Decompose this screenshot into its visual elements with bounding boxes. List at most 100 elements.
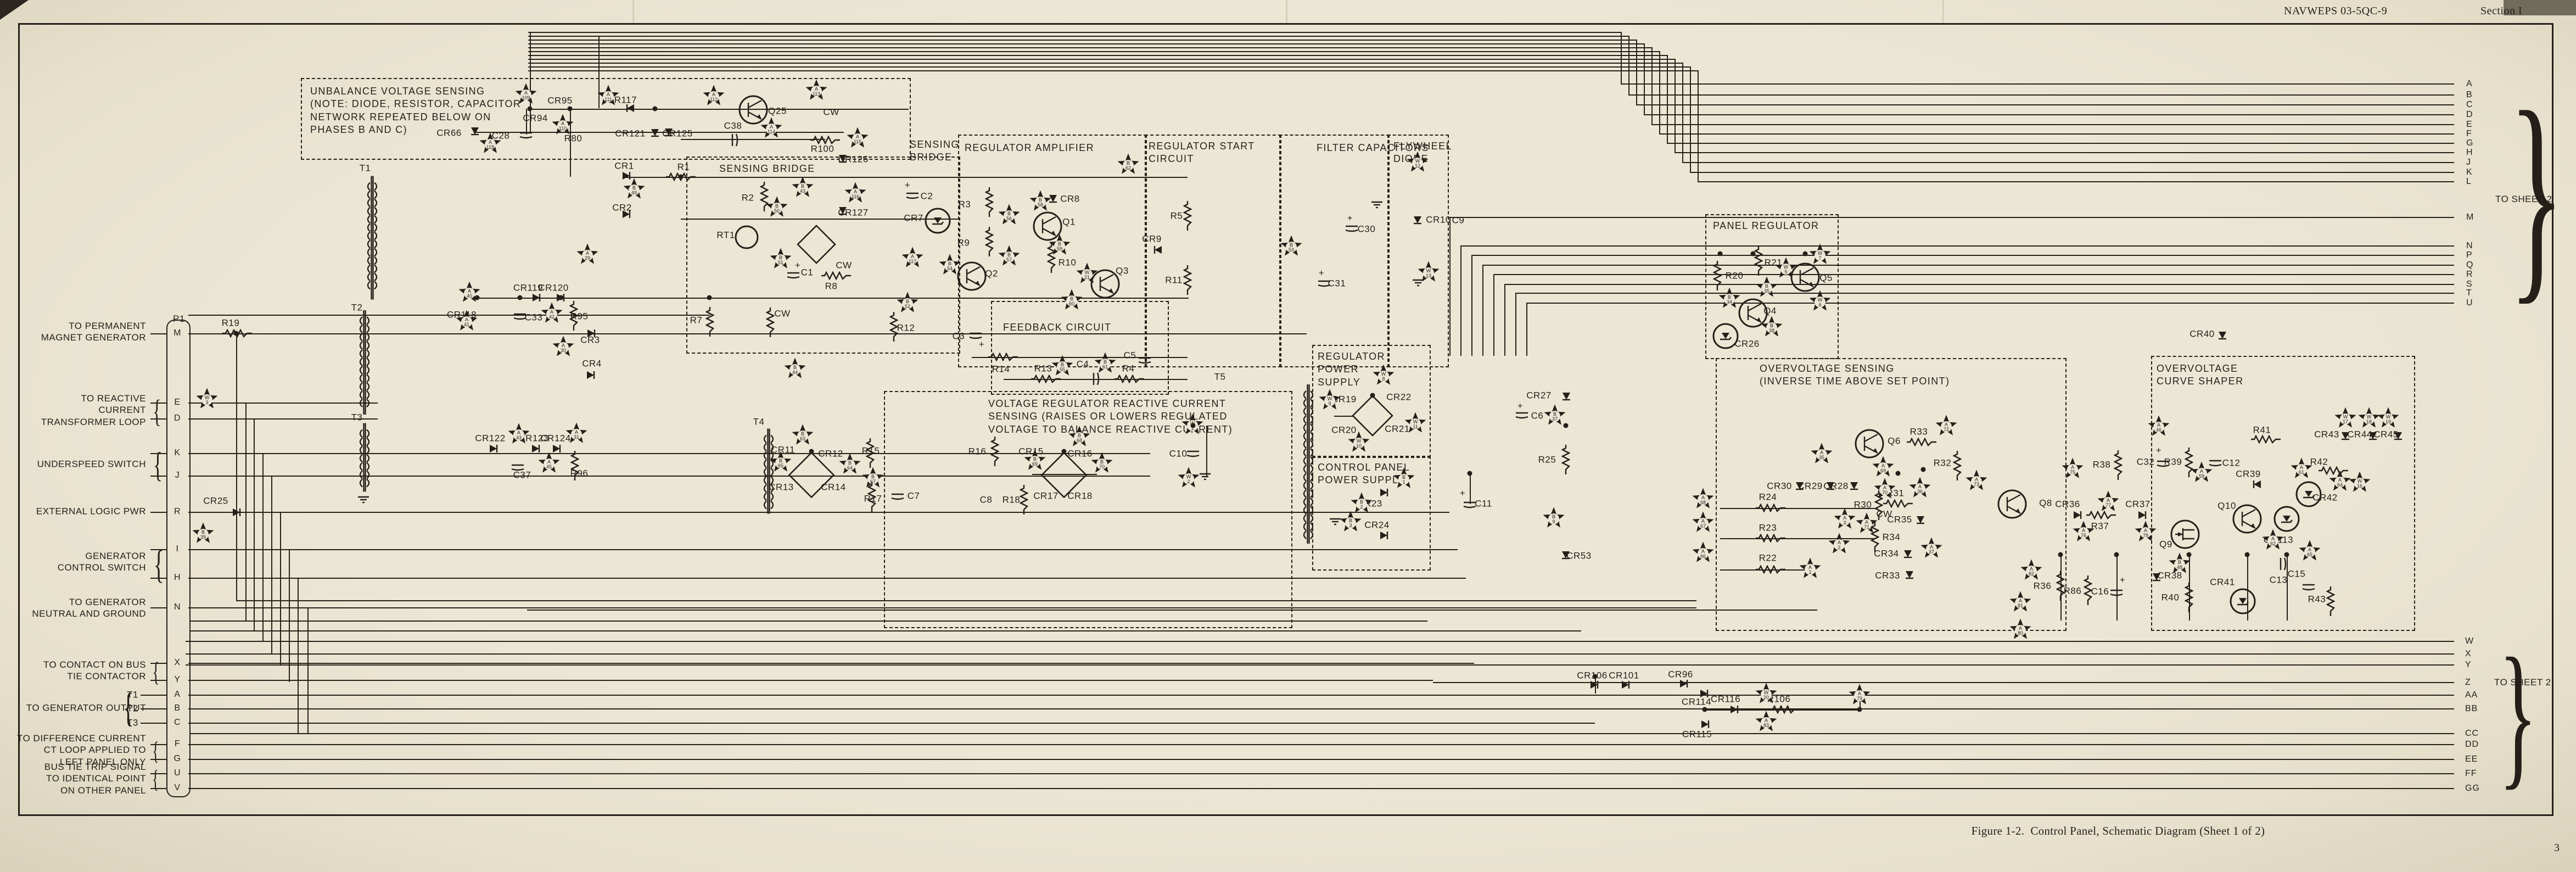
component-label: R12	[897, 322, 915, 333]
cw-mark: CW	[774, 308, 791, 319]
svg-text:B: B	[1100, 459, 1104, 465]
diode-icon	[2074, 511, 2082, 519]
phase-flag-icon: B 63	[792, 424, 814, 445]
component-label: R95	[570, 311, 589, 322]
diode-icon	[1622, 681, 1630, 689]
wire	[150, 663, 166, 664]
junction-dot	[517, 295, 523, 300]
resistor-icon	[766, 308, 775, 337]
resistor-icon	[1754, 246, 1763, 276]
sheet2-pin-letter: R	[2466, 270, 2473, 279]
svg-text:65: 65	[2307, 552, 2312, 557]
component-label: T1	[359, 163, 371, 174]
wire	[1720, 538, 1875, 539]
capacitor-icon	[1318, 280, 1331, 287]
svg-text:69: 69	[1032, 461, 1038, 467]
svg-text:1: 1	[1191, 426, 1194, 431]
resistor-icon	[2185, 583, 2193, 612]
svg-text:13: 13	[1426, 273, 1431, 278]
svg-text:9: 9	[1328, 401, 1331, 406]
component-label: T2	[351, 302, 363, 313]
component-label: R15	[861, 445, 880, 456]
phase-flag-icon: A 36	[1909, 477, 1931, 498]
phase-flag-icon: B 48	[2169, 552, 2191, 573]
component-label: C10	[1169, 448, 1188, 459]
phase-flag-icon: A 35	[1811, 443, 1833, 463]
wire	[1636, 104, 2454, 105]
junction-dot	[1702, 707, 1707, 712]
connector-pin-letter: R	[173, 507, 181, 516]
svg-text:A: A	[2107, 498, 2110, 503]
svg-text:A: A	[911, 254, 914, 259]
svg-text:A: A	[1701, 549, 1705, 554]
component-label: C9	[1452, 215, 1465, 226]
svg-text:70: 70	[1099, 464, 1105, 469]
component-label: R3	[958, 199, 971, 210]
wire	[1651, 47, 1653, 124]
svg-text:64: 64	[847, 465, 853, 471]
phase-flag-icon: A 112	[703, 85, 725, 105]
sheet2-pin-letter: BB	[2465, 704, 2478, 713]
svg-text:B: B	[801, 431, 804, 437]
svg-text:B: B	[1070, 296, 1073, 301]
svg-text:30: 30	[561, 348, 566, 353]
svg-text:46: 46	[2156, 427, 2161, 433]
component-label: CR8	[1060, 193, 1080, 204]
diode-icon	[1562, 551, 1570, 560]
diode-icon	[1414, 216, 1421, 225]
phase-flag-icon: W 21	[1076, 262, 1098, 283]
svg-text:W: W	[1818, 297, 1823, 303]
wire	[526, 109, 527, 135]
wire	[528, 66, 1690, 68]
section-box	[1387, 135, 1449, 367]
wire	[1720, 508, 1878, 509]
phase-flag-icon: W 10	[1348, 431, 1370, 452]
svg-text:37: 37	[1552, 416, 1558, 422]
component-label: CR53	[1566, 550, 1592, 561]
component-label: CR11	[770, 444, 796, 455]
component-label: Q2	[985, 268, 998, 279]
svg-text:W: W	[2367, 414, 2372, 420]
svg-text:112: 112	[710, 97, 718, 102]
sheet2-pin-letter: CC	[2465, 729, 2479, 738]
phase-flag-icon: W 18	[2358, 407, 2380, 428]
wire	[1471, 255, 1472, 356]
svg-text:43: 43	[800, 188, 805, 194]
phase-flag-icon: A 40	[458, 281, 480, 302]
svg-text:9: 9	[1552, 519, 1555, 524]
connector-group-label: UNDERSPEED SWITCH	[37, 459, 146, 469]
wire	[189, 630, 1581, 631]
phase-flag-icon: A 72	[1935, 415, 1957, 435]
diode-icon	[1917, 516, 1924, 524]
diode-icon	[533, 294, 541, 301]
wire	[271, 476, 272, 653]
component-label: R25	[1538, 454, 1556, 465]
transistor-icon	[2232, 504, 2262, 534]
sheet2-pin-letter: Y	[2465, 660, 2472, 669]
wire	[528, 59, 1675, 60]
component-label: R37	[2091, 521, 2109, 532]
svg-text:109: 109	[522, 95, 530, 100]
transistor-icon	[957, 261, 987, 291]
svg-text:58: 58	[1038, 202, 1043, 208]
phase-flag-icon: B 43	[792, 176, 814, 197]
svg-text:1: 1	[1402, 479, 1405, 485]
sheet2-pin-letter: W	[2465, 636, 2474, 646]
wire	[1526, 303, 2454, 304]
wire	[528, 43, 1644, 44]
svg-text:A: A	[468, 288, 471, 294]
component-label: T4	[753, 416, 765, 427]
wire	[188, 695, 2454, 696]
svg-text:62: 62	[1125, 165, 1131, 171]
resistor-icon	[889, 312, 898, 342]
wire	[1482, 265, 2454, 266]
connector-pin-letter: Y	[174, 675, 181, 684]
component-label: CR21	[1385, 423, 1410, 434]
wire	[530, 32, 531, 132]
component-label: CR38	[2157, 570, 2182, 581]
phase-flag-icon: A 31	[565, 422, 587, 443]
svg-text:110: 110	[559, 126, 567, 131]
component-label: R16	[968, 446, 987, 457]
polarity-mark: +	[978, 339, 985, 350]
